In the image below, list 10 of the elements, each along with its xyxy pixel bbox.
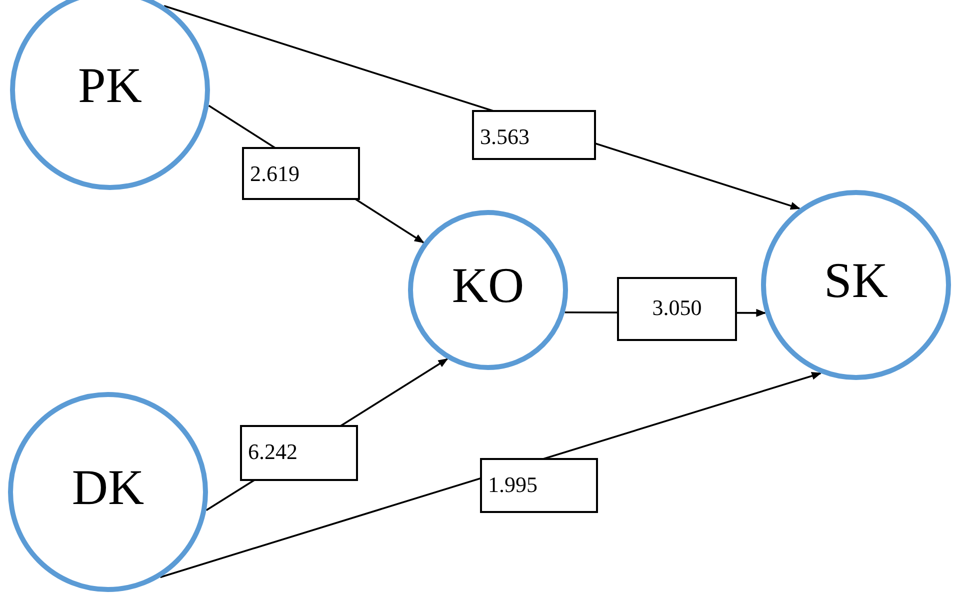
edge-label: 6.242 xyxy=(240,425,358,481)
construct-label: PK xyxy=(78,56,142,114)
edge-label: 3.563 xyxy=(472,110,596,160)
construct-label: SK xyxy=(824,251,888,309)
construct-label: KO xyxy=(452,256,524,314)
edge-label: 1.995 xyxy=(480,458,598,513)
construct-label: DK xyxy=(72,458,144,516)
edge-label: 3.050 xyxy=(617,277,737,341)
arrow xyxy=(160,372,822,578)
edge-label: 2.619 xyxy=(242,147,360,200)
